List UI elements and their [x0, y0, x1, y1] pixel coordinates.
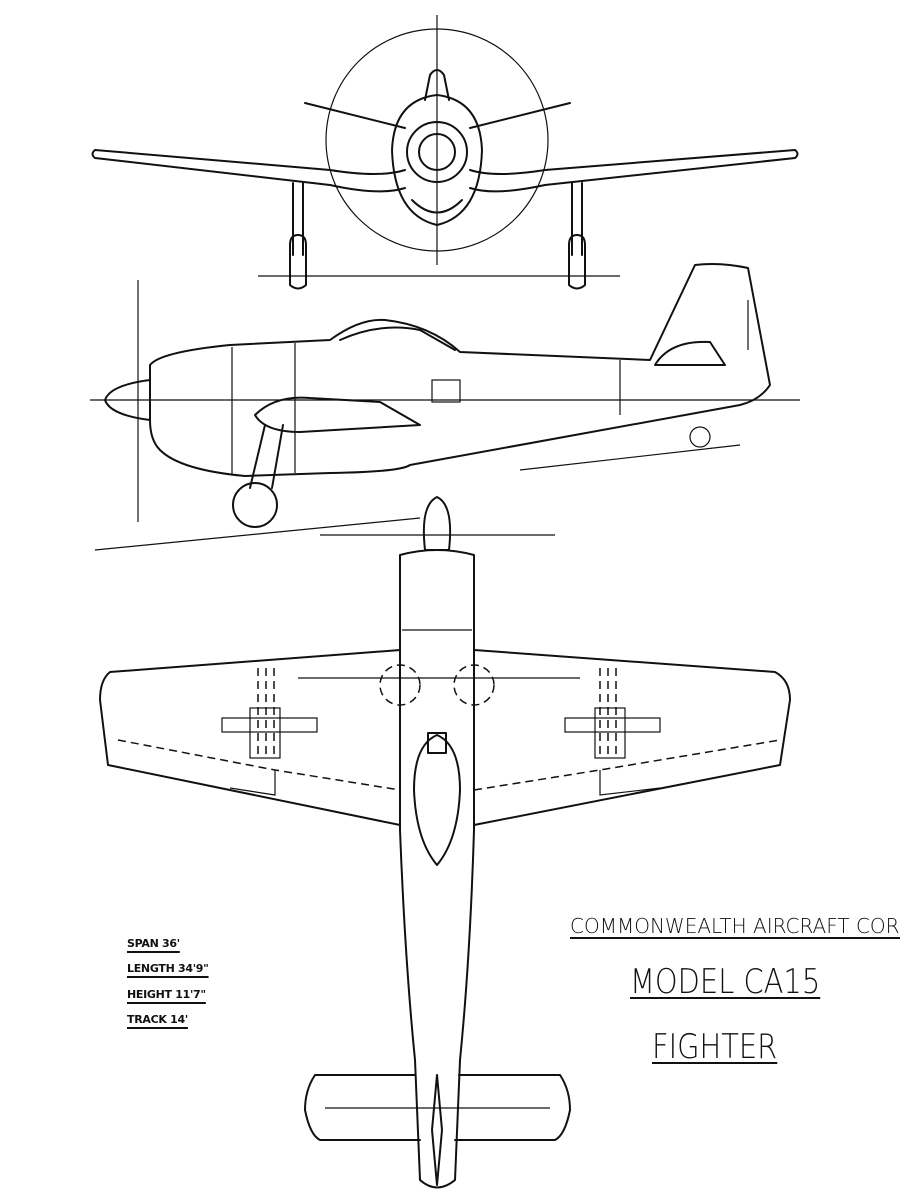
manufacturer-title: COMMONWEALTH AIRCRAFT CORP [570, 914, 900, 938]
wing-root-side [254, 396, 421, 433]
right-wing-front [469, 149, 799, 193]
left-wing-front [91, 149, 406, 193]
propeller-blades [304, 102, 571, 129]
spec-track: TRACK 14' [127, 1013, 188, 1026]
tailplane-top [304, 1074, 571, 1141]
spinner [104, 379, 151, 421]
canopy-top [413, 734, 461, 866]
canopy-side [339, 326, 456, 351]
ground-line-side [94, 517, 421, 551]
fuselage-top [399, 549, 475, 1189]
right-landing-gear [568, 182, 586, 290]
tail-wheel [689, 426, 711, 448]
top-view [99, 496, 791, 1189]
main-wheel [232, 482, 278, 528]
fuselage-side [149, 263, 771, 477]
main-gear-leg [249, 424, 284, 489]
role-title: FIGHTER [652, 1027, 778, 1067]
fin-top [431, 1074, 443, 1186]
right-wing-top [473, 649, 791, 826]
left-wing-top [99, 649, 401, 826]
cowling [391, 94, 483, 226]
spec-height: HEIGHT 11'7" [127, 988, 206, 1001]
left-landing-gear [289, 182, 307, 290]
canopy-front [424, 69, 450, 101]
spec-length: LENGTH 34'9" [127, 962, 209, 975]
model-title: MODEL CA15 [630, 962, 821, 1002]
side-view [90, 263, 800, 551]
spec-span: SPAN 36' [127, 937, 180, 950]
front-view [91, 15, 799, 290]
spinner-top [422, 496, 452, 551]
tailplane-side [654, 340, 726, 366]
